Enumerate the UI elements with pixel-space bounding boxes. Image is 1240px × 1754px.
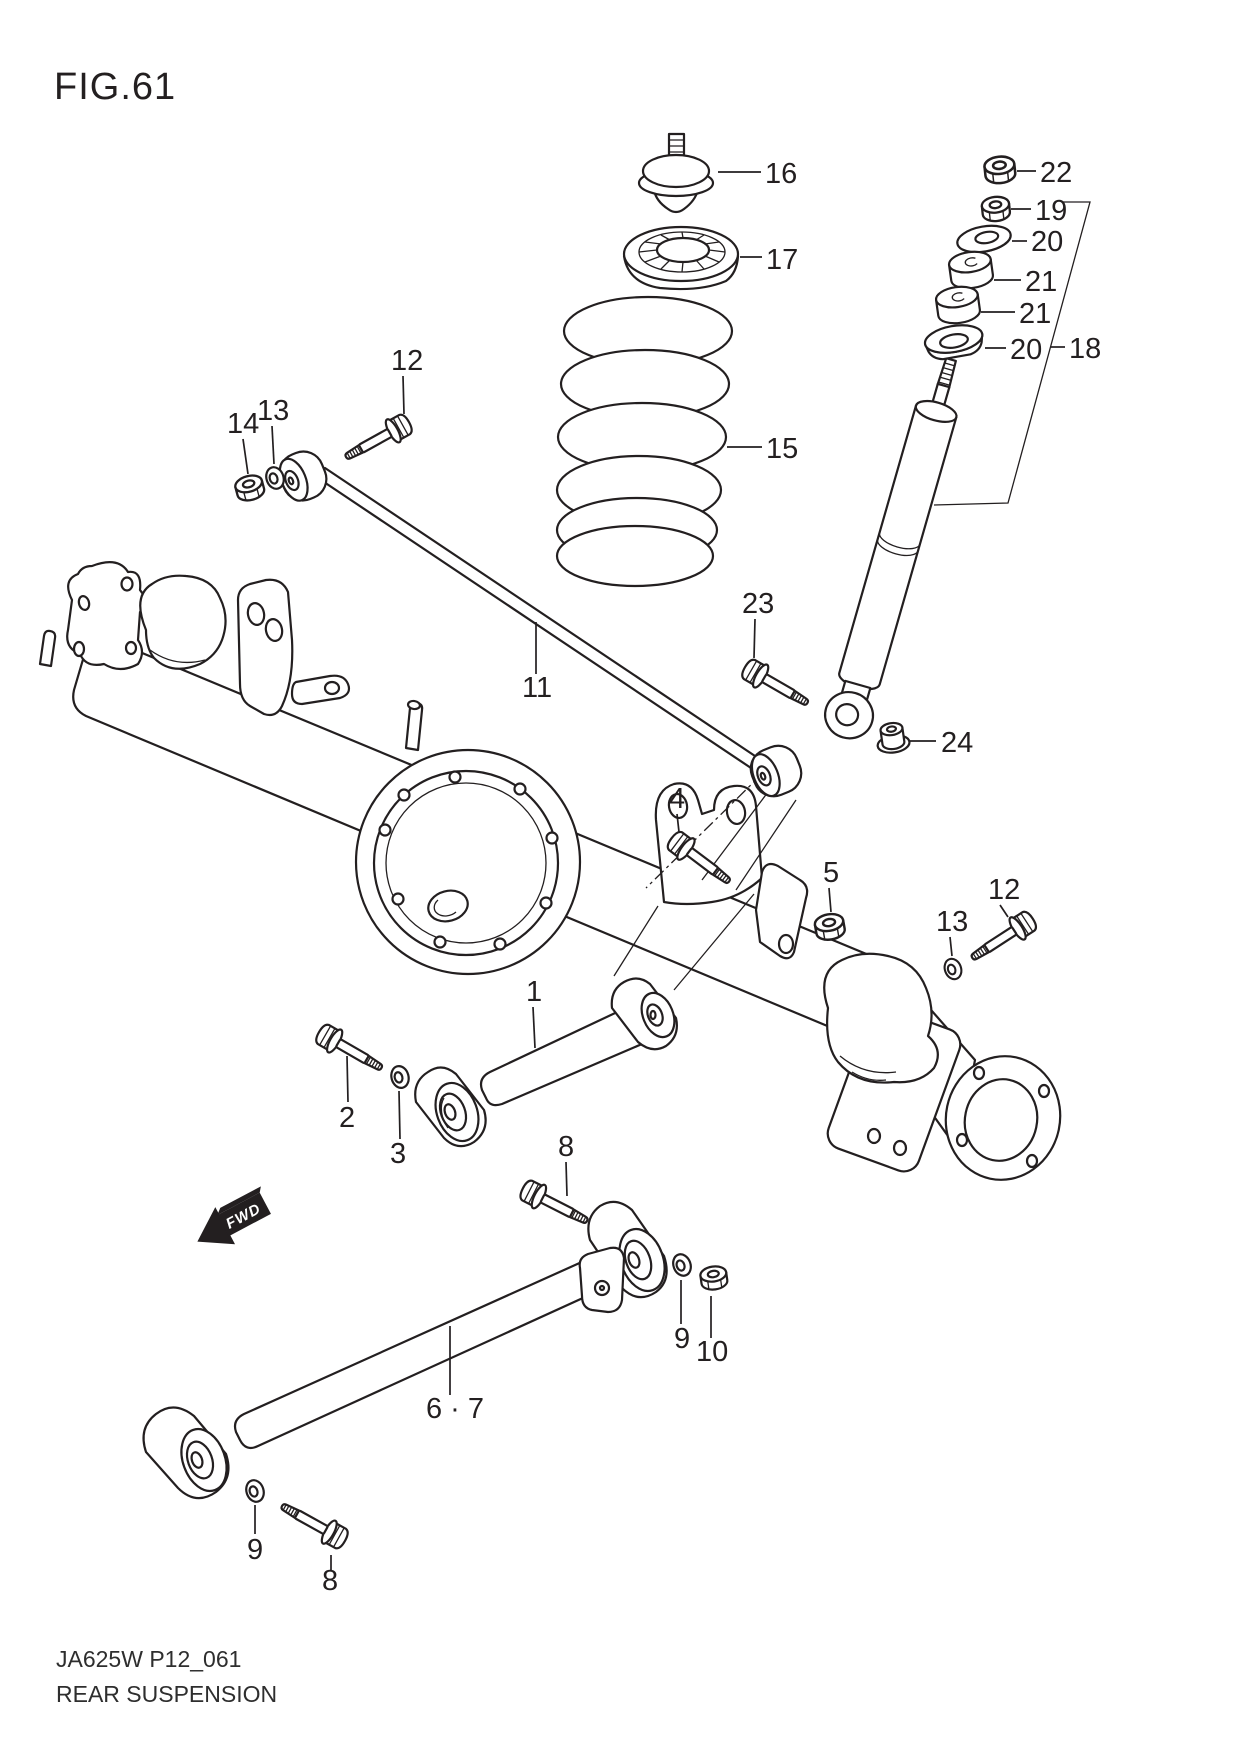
leader-line-lateral-rod-bolt-left [402,375,405,415]
callout-shock-lower-bolt: 23 [742,588,774,620]
callout-lower-arm: 6 · 7 [426,1393,484,1425]
callout-coil-spring: 15 [766,433,798,465]
callout-shock-upper-bushing: 21 [1025,266,1057,298]
lower-arm-rear-washer [669,1250,695,1280]
leader-line-lateral-rod-bolt-right [999,904,1009,918]
figure-name: REAR SUSPENSION [56,1681,278,1707]
coil-spring [555,295,734,588]
lateral-rod-nut [232,471,268,505]
leader-line-lower-arm-rear-bolt [565,1161,568,1197]
upper-arm-front-bolt [311,1019,390,1081]
callout-upper-arm-front-washer: 3 [390,1138,406,1170]
upper-arm-rear-nut [812,910,848,944]
callout-shock-lower-washer: 20 [1010,334,1042,366]
fasteners [232,409,1041,1554]
lateral-rod-washer-right [940,955,966,983]
callout-lateral-rod-bolt-left: 12 [391,345,423,377]
callout-lateral-rod-washer-right: 13 [936,906,968,938]
figure-footer: JA625W P12_061 REAR SUSPENSION [56,1642,277,1712]
callout-lower-arm-rear-nut: 10 [696,1336,728,1368]
leader-line-upper-arm-rear-bolt [676,813,680,833]
figure-code: JA625W P12_061 [56,1646,242,1672]
upper-trailing-arm [414,977,678,1148]
callout-spring-upper-seat: 17 [766,244,798,276]
lateral-rod [278,450,803,798]
leader-line-lateral-rod-washer-right [949,936,953,957]
callout-shock-upper-washer: 20 [1031,226,1063,258]
shock-upper-washer [956,224,1012,254]
lower-arm-rear-bolt [515,1175,595,1234]
callout-lower-arm-rear-washer: 9 [674,1323,690,1355]
spring-upper-seat [622,225,740,291]
callout-upper-arm-rear-nut: 5 [823,857,839,889]
callout-lower-arm-rear-bolt: 8 [558,1131,574,1163]
leader-line-shock-lower-bolt [753,618,756,659]
shock-mount-stack [923,153,1018,361]
leader-line-upper-arm-front-bolt [346,1055,349,1103]
shock-upper-nut [979,194,1012,224]
assembly-projection-lines [613,773,797,991]
callout-upper-arm-rear-bolt: 4 [669,783,685,815]
shock-upper-bushing [946,248,996,292]
leader-line-lateral-rod-washer-left [271,425,275,465]
callout-shock-upper-nut: 19 [1035,195,1067,227]
callout-shock-lower-nut: 24 [941,727,973,759]
lock-nut [982,153,1018,186]
leader-line-lateral-rod-nut [242,438,249,475]
fwd-direction-marker: FWD [197,1186,271,1245]
callout-lateral-rod: 11 [522,672,552,704]
callout-lateral-rod-washer-left: 13 [257,395,289,427]
callout-lower-arm-front-bolt: 8 [322,1565,338,1597]
callout-shock-lower-bushing: 21 [1019,298,1051,330]
leader-line-upper-arm-front-washer [398,1090,401,1140]
lower-arm-front-bolt [274,1493,353,1554]
bump-stopper [637,132,715,214]
leader-line-upper-arm-rear-nut [828,887,832,913]
callout-lower-arm-front-washer: 9 [247,1534,263,1566]
diff-cover-bolt-holes [378,770,559,951]
shock-lower-nut [876,721,911,754]
shock-lower-bolt [737,654,816,716]
shock-absorber [824,357,958,740]
axle-housing [38,561,1062,1181]
callout-bump-stopper: 16 [765,158,797,190]
callout-upper-arm: 1 [526,976,542,1008]
figure-title: FIG.61 [54,66,177,108]
callout-upper-arm-front-bolt: 2 [339,1102,355,1134]
shock-group-bracket-line [933,201,1091,506]
leader-line-upper-arm [532,1006,536,1049]
shock-lower-bushing [933,283,983,327]
lower-arm-front-washer [242,1476,268,1506]
shock-lower-washer [923,324,984,361]
lateral-rod-bolt-right [964,906,1041,970]
lower-trailing-arm [142,1200,668,1500]
callout-lateral-rod-nut: 14 [227,408,259,440]
callout-lateral-rod-bolt-right: 12 [988,874,1020,906]
callout-shock-absorber: 18 [1069,333,1101,365]
lateral-rod-bolt-left [338,409,417,470]
upper-arm-front-washer [387,1063,413,1091]
callout-lock-nut: 22 [1040,157,1072,189]
lower-arm-rear-nut [698,1263,730,1293]
